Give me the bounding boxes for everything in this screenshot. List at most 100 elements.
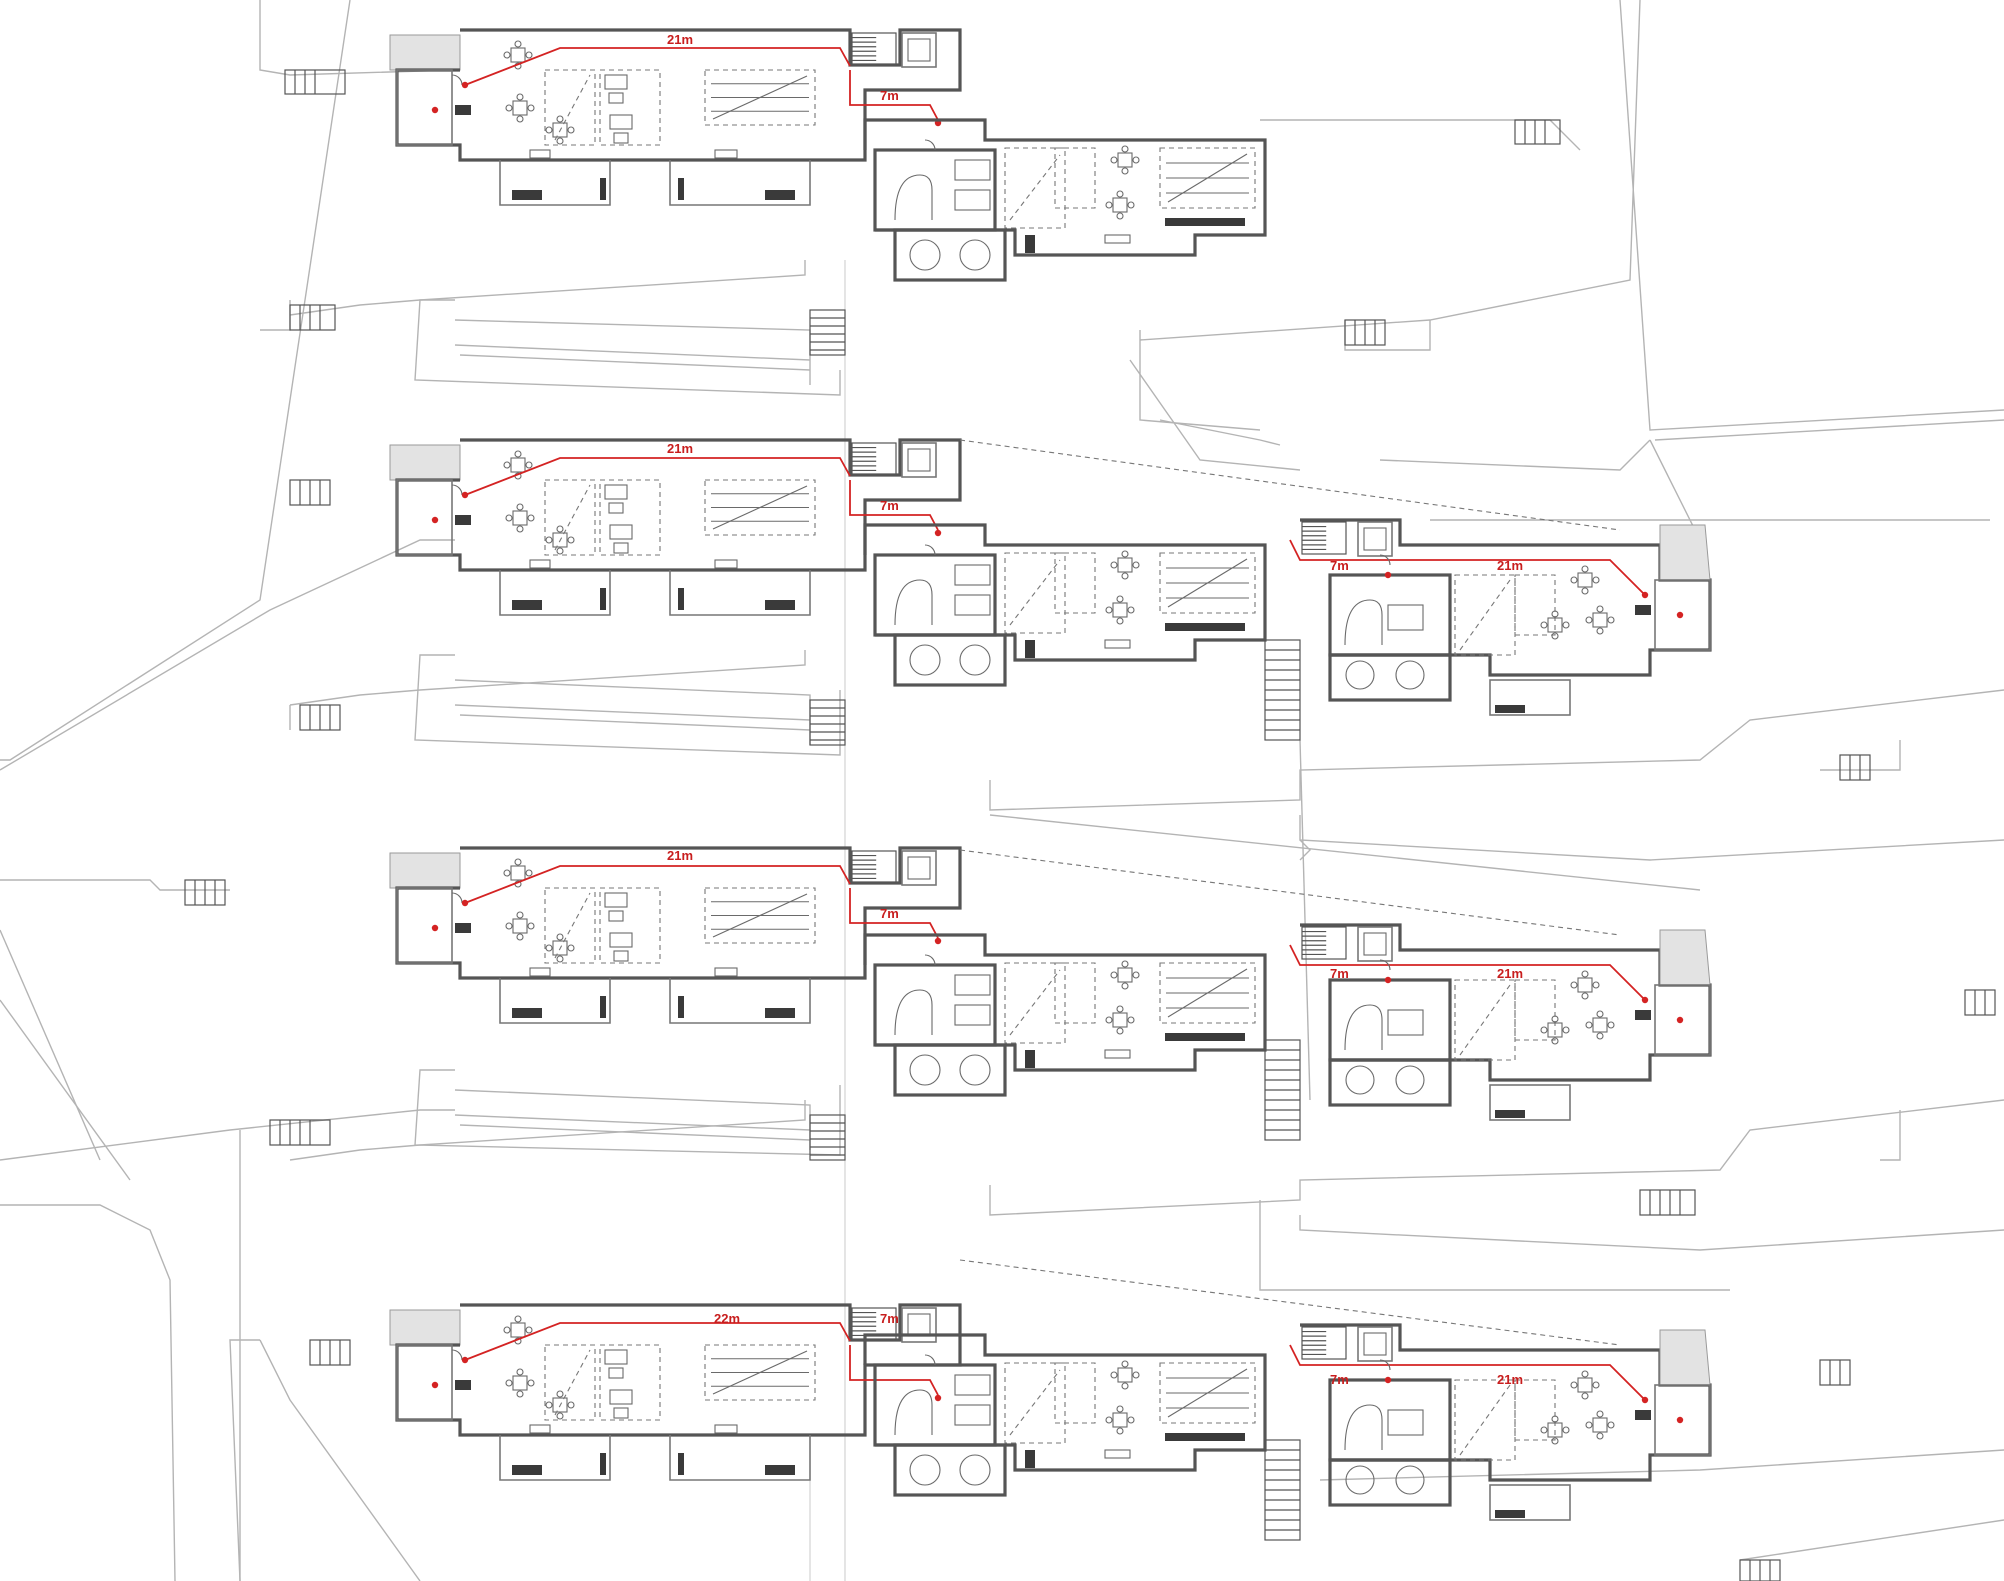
table-icon <box>512 100 528 116</box>
zone-a <box>1004 962 1066 1044</box>
chair-icon <box>556 1412 564 1420</box>
table-icon <box>1117 967 1133 983</box>
route-point <box>934 529 942 537</box>
route-main <box>1410 964 1646 1001</box>
table-icon <box>552 122 568 138</box>
chair-icon <box>1127 201 1135 209</box>
armchair-icon <box>613 132 629 144</box>
door-icon <box>924 1354 936 1366</box>
chair-icon <box>514 40 522 48</box>
lift-cabin <box>1363 932 1387 956</box>
outer-wall <box>1300 923 1712 1082</box>
route-point <box>461 81 469 89</box>
dining-table-icon <box>954 974 991 996</box>
table-icon <box>510 865 526 881</box>
zone-a <box>1454 1379 1516 1461</box>
lounge-room <box>1328 653 1452 702</box>
chair-icon <box>516 1390 524 1398</box>
lift-cabin <box>1363 527 1387 551</box>
chair-icon <box>1121 550 1129 558</box>
chair-icon <box>516 93 524 101</box>
table-icon <box>1592 612 1608 628</box>
chair-icon <box>1592 576 1600 584</box>
bedroom-room <box>1654 579 1711 651</box>
chair-icon <box>1570 576 1578 584</box>
chair-icon <box>1551 610 1559 618</box>
living-room <box>1328 573 1452 657</box>
chair-icon <box>1596 1032 1604 1040</box>
door-icon <box>924 544 936 556</box>
outer-wall <box>1300 518 1712 677</box>
table-icon <box>1577 572 1593 588</box>
chair-icon <box>525 869 533 877</box>
middle-wing <box>863 523 1267 687</box>
chair-icon <box>1116 1005 1124 1013</box>
route-main <box>1410 1364 1646 1401</box>
bed-icon <box>1159 962 1256 1024</box>
distance-label-b4-link: 7m <box>880 1311 899 1326</box>
living-room <box>1328 1378 1452 1462</box>
right-wing <box>1289 923 1712 1121</box>
planter <box>1025 640 1035 658</box>
table-icon <box>510 47 526 63</box>
bed-icon <box>704 1344 816 1401</box>
route-point <box>431 1381 439 1389</box>
route-point <box>1641 1396 1649 1404</box>
chair-icon <box>516 1368 524 1376</box>
sofa-icon <box>604 1349 628 1365</box>
chair-icon <box>1551 1415 1559 1423</box>
chair-icon <box>514 858 522 866</box>
lounge-room <box>893 228 1007 282</box>
sofa-icon <box>609 524 633 540</box>
distance-labels: 21m 7m 21m 7m 21m 7m 21m 7m 21m 7m 22m 7… <box>667 32 1523 1387</box>
bed-diagonal <box>1167 968 1248 1018</box>
chair-icon <box>545 536 553 544</box>
armchair-icon <box>613 950 629 962</box>
zone-1-diag <box>554 892 591 959</box>
zone-a <box>1004 552 1066 634</box>
chair-icon <box>1121 960 1129 968</box>
bench <box>1165 1433 1245 1441</box>
outer-wall <box>395 28 962 162</box>
distance-label-b3-right-link: 7m <box>1330 966 1349 981</box>
balcony-seat <box>1495 705 1525 713</box>
armchair-icon <box>613 542 629 554</box>
lift-cabin <box>907 448 931 472</box>
balcony-seat-1 <box>512 190 542 200</box>
balcony-seat <box>1495 1510 1525 1518</box>
door-icon <box>1379 1359 1391 1371</box>
door-icon <box>924 954 936 966</box>
bar-counter <box>894 579 933 626</box>
route-main <box>464 1322 851 1361</box>
door-icon <box>1379 959 1391 971</box>
chair-icon <box>1596 1432 1604 1440</box>
chair-icon <box>1116 212 1124 220</box>
chair-icon <box>1581 970 1589 978</box>
chair-icon <box>1121 1360 1129 1368</box>
route-point <box>934 937 942 945</box>
cabinet-icon <box>1104 234 1131 244</box>
table-icon <box>1592 1417 1608 1433</box>
zone-1-diag <box>554 1349 591 1416</box>
route-point <box>1641 996 1649 1004</box>
balcony-1 <box>499 160 611 206</box>
zone-a <box>1454 574 1516 656</box>
table-icon <box>510 457 526 473</box>
chair-icon <box>527 1379 535 1387</box>
bar-counter <box>894 1389 933 1436</box>
zone-b <box>1054 1362 1096 1424</box>
chair-icon <box>1607 1021 1615 1029</box>
chair-icon <box>567 944 575 952</box>
chair-icon <box>1562 1426 1570 1434</box>
route-point <box>1641 591 1649 599</box>
planter <box>1025 1450 1035 1468</box>
chair-icon <box>1596 1410 1604 1418</box>
lift-icon <box>901 850 937 886</box>
balcony-2 <box>669 1435 811 1481</box>
chair-icon <box>1116 595 1124 603</box>
table-icon <box>1577 1377 1593 1393</box>
bedroom-room <box>1654 984 1711 1056</box>
middle-wing <box>863 118 1267 282</box>
planter <box>1025 1050 1035 1068</box>
desk-icon <box>954 1004 991 1026</box>
